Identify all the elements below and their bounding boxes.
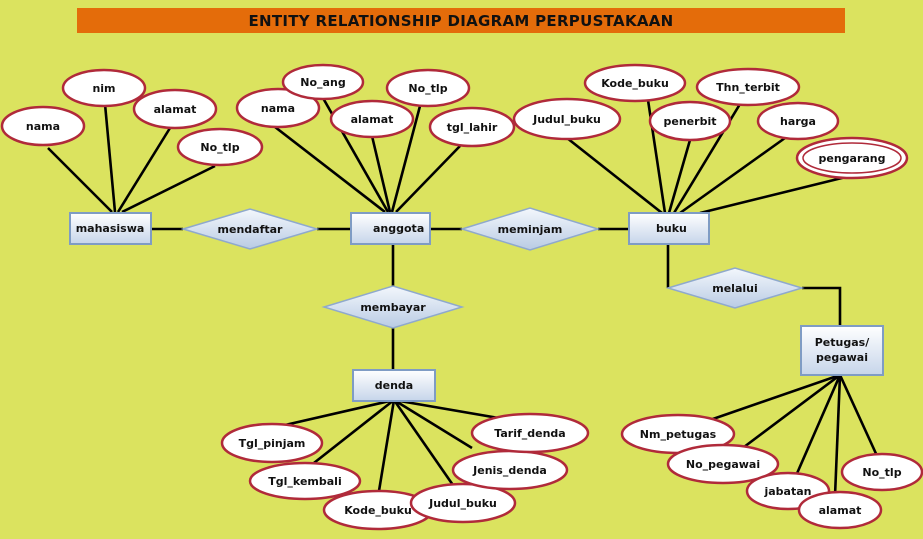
attribute-denda-jenis-denda: Jenis_denda bbox=[451, 449, 569, 491]
relationship-meminjam: meminjam bbox=[459, 207, 601, 251]
svg-text:Jenis_denda: Jenis_denda bbox=[472, 464, 547, 477]
relationship-membayar: membayar bbox=[321, 285, 465, 329]
svg-text:pengarang: pengarang bbox=[818, 152, 885, 165]
attribute-mahasiswa-alamat: alamat bbox=[132, 88, 218, 130]
svg-text:No_tlp: No_tlp bbox=[408, 82, 447, 95]
attribute-anggota-nama: nama bbox=[235, 87, 321, 129]
diagram-title: ENTITY RELATIONSHIP DIAGRAM PERPUSTAKAAN bbox=[248, 11, 674, 30]
svg-text:No_ang: No_ang bbox=[300, 76, 345, 89]
attribute-anggota-no-tlp: No_tlp bbox=[385, 68, 471, 108]
svg-text:jabatan: jabatan bbox=[763, 485, 811, 498]
entity-anggota-label: anggota bbox=[373, 222, 424, 235]
title-bar: ENTITY RELATIONSHIP DIAGRAM PERPUSTAKAAN bbox=[77, 8, 845, 33]
entity-anggota: anggota bbox=[350, 212, 431, 245]
attribute-denda-tarif-denda: Tarif_denda bbox=[470, 412, 590, 454]
svg-text:nim: nim bbox=[92, 82, 115, 95]
attribute-anggota-alamat: alamat bbox=[329, 99, 415, 139]
svg-text:alamat: alamat bbox=[154, 103, 197, 116]
attribute-petugas-no-tlp: No_tlp bbox=[840, 452, 923, 492]
svg-text:Judul_buku: Judul_buku bbox=[532, 113, 601, 126]
svg-text:nama: nama bbox=[261, 102, 295, 115]
svg-text:alamat: alamat bbox=[351, 113, 394, 126]
attribute-anggota-tgl-lahir: tgl_lahir bbox=[428, 106, 516, 148]
svg-text:Nm_petugas: Nm_petugas bbox=[640, 428, 717, 441]
entity-petugas-pegawai: Petugas/ pegawai bbox=[800, 325, 884, 376]
attribute-mahasiswa-no-tlp: No_tlp bbox=[176, 127, 264, 167]
attribute-buku-penerbit: penerbit bbox=[648, 100, 732, 142]
entity-buku: buku bbox=[628, 212, 710, 245]
attribute-buku-judul-buku: Judul_buku bbox=[512, 97, 622, 141]
relationship-mendaftar-label: mendaftar bbox=[218, 223, 284, 236]
entity-mahasiswa: mahasiswa bbox=[69, 212, 152, 245]
attribute-petugas-alamat: alamat bbox=[797, 490, 883, 530]
svg-text:penerbit: penerbit bbox=[664, 115, 717, 128]
entity-petugas-label-line2: pegawai bbox=[816, 351, 868, 364]
entity-buku-label: buku bbox=[656, 222, 687, 235]
attribute-mahasiswa-nama: nama bbox=[0, 105, 86, 147]
attribute-denda-kode-buku: Kode_buku bbox=[322, 489, 434, 531]
attribute-denda-tgl-pinjam: Tgl_pinjam bbox=[220, 422, 324, 464]
svg-text:Kode_buku: Kode_buku bbox=[344, 504, 412, 517]
svg-text:No_tlp: No_tlp bbox=[200, 141, 239, 154]
svg-text:tgl_lahir: tgl_lahir bbox=[447, 121, 498, 134]
svg-text:nama: nama bbox=[26, 120, 60, 133]
attribute-anggota-no-ang: No_ang bbox=[281, 63, 365, 101]
svg-text:No_pegawai: No_pegawai bbox=[686, 458, 760, 471]
relationship-mendaftar: mendaftar bbox=[180, 208, 320, 250]
attribute-buku-harga: harga bbox=[756, 101, 840, 141]
svg-text:Tgl_pinjam: Tgl_pinjam bbox=[239, 437, 306, 450]
relationship-membayar-label: membayar bbox=[360, 301, 426, 314]
svg-text:Tarif_denda: Tarif_denda bbox=[494, 427, 565, 440]
svg-text:alamat: alamat bbox=[819, 504, 862, 517]
attribute-mahasiswa-nim: nim bbox=[61, 68, 147, 108]
attribute-petugas-no-pegawai: No_pegawai bbox=[666, 443, 780, 485]
svg-text:No_tlp: No_tlp bbox=[862, 466, 901, 479]
svg-text:Thn_terbit: Thn_terbit bbox=[716, 81, 780, 94]
entity-denda-label: denda bbox=[375, 379, 413, 392]
attribute-buku-pengarang-multivalued: pengarang bbox=[795, 136, 909, 180]
entity-denda: denda bbox=[352, 369, 436, 402]
svg-text:Judul_buku: Judul_buku bbox=[428, 497, 497, 510]
relationship-meminjam-label: meminjam bbox=[498, 223, 563, 236]
relationship-melalui: melalui bbox=[665, 267, 805, 309]
attribute-buku-thn-terbit: Thn_terbit bbox=[695, 67, 801, 107]
attribute-denda-judul-buku: Judul_buku bbox=[409, 482, 517, 524]
attribute-denda-tgl-kembali: Tgl_kembali bbox=[248, 461, 362, 501]
relationship-melalui-label: melalui bbox=[712, 282, 758, 295]
svg-text:Kode_buku: Kode_buku bbox=[601, 77, 669, 90]
svg-text:Tgl_kembali: Tgl_kembali bbox=[268, 475, 341, 488]
entity-petugas-label-line1: Petugas/ bbox=[815, 336, 870, 349]
attribute-buku-kode-buku: Kode_buku bbox=[583, 63, 687, 103]
entity-mahasiswa-label: mahasiswa bbox=[76, 222, 145, 235]
svg-text:harga: harga bbox=[780, 115, 816, 128]
